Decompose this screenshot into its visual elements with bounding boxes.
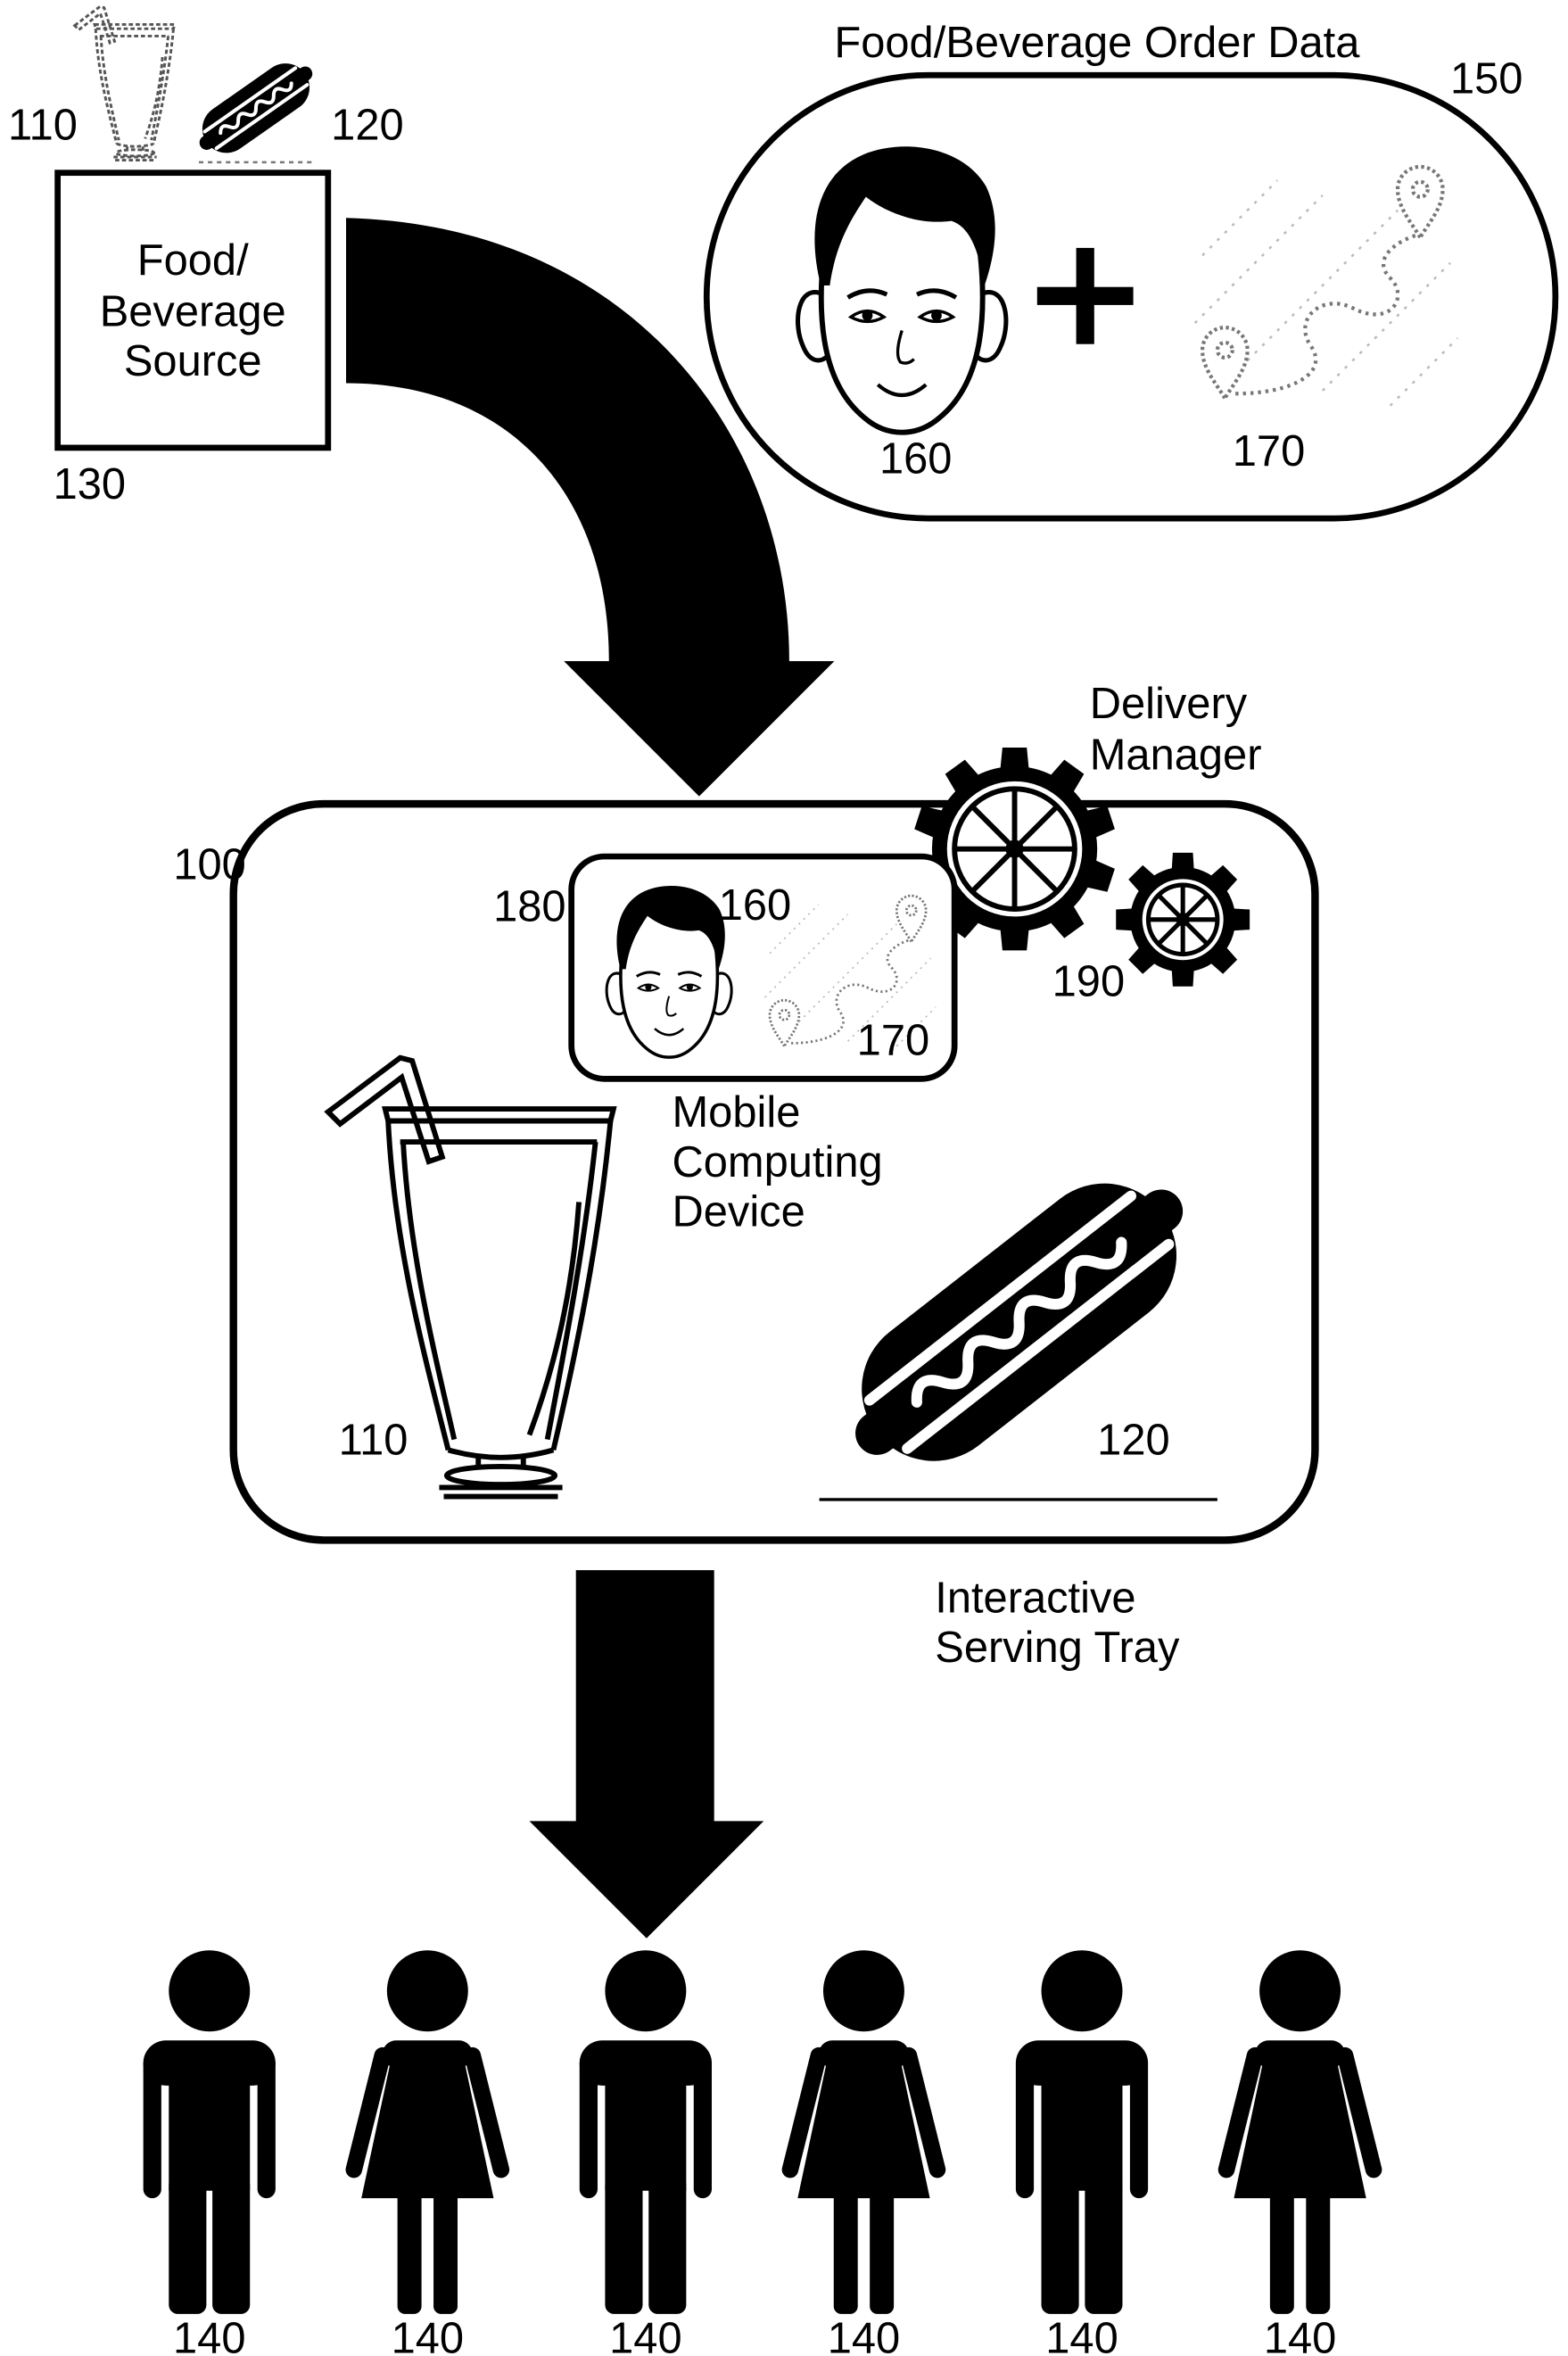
- order-data-face-icon: [798, 146, 1006, 432]
- mobile-computing-device: 180 160 170 Mobile Computing Device: [493, 853, 958, 1236]
- mobile-device-title-line-3: Device: [673, 1187, 805, 1236]
- recipient-ref-label: 140: [609, 2315, 681, 2356]
- recipient-head: [822, 1950, 904, 2032]
- recipient-ref-label: 140: [1045, 2315, 1118, 2356]
- source-drink-ref: 110: [8, 102, 78, 150]
- recipient-dress: [361, 2043, 494, 2199]
- large-gear-hub: [1005, 839, 1024, 858]
- source-hot-dog-icon: [187, 50, 326, 167]
- source-food-ref: 120: [331, 102, 403, 150]
- mobile-device-face-ref: 160: [719, 881, 791, 930]
- delivery-manager-gears-icon: [914, 747, 1250, 987]
- recipient-head: [605, 1950, 687, 2032]
- recipient-man-icon: [579, 1950, 712, 2314]
- tray-title-line-1: Interactive: [935, 1574, 1135, 1622]
- source-ref: 130: [54, 460, 126, 508]
- recipient-dress: [1234, 2043, 1366, 2199]
- recipient-torso: [605, 2055, 687, 2191]
- recipient-torso: [169, 2055, 251, 2191]
- recipient-woman-icon: [781, 1950, 946, 2314]
- delivery-manager-title-line-1: Delivery: [1090, 680, 1248, 728]
- recipient-right-leg: [870, 2175, 895, 2314]
- small-gear-hub: [1176, 913, 1190, 927]
- tray-title-line-2: Serving Tray: [935, 1624, 1180, 1672]
- recipient-head: [169, 1950, 251, 2032]
- order-data-map-route-icon: [1195, 167, 1458, 406]
- small-gear-icon: [1116, 852, 1250, 987]
- large-gear-icon: [914, 747, 1115, 951]
- mobile-device-title-line-2: Computing: [673, 1138, 883, 1186]
- recipient-left-leg: [1269, 2175, 1294, 2314]
- tray-food-ref: 120: [1097, 1416, 1169, 1464]
- source-drink-glass-icon: [73, 4, 177, 162]
- recipient-torso: [1041, 2055, 1123, 2191]
- small-gear-spokes: [1148, 885, 1217, 955]
- recipient-right-leg: [212, 2175, 251, 2314]
- delivery-manager-title-line-2: Manager: [1090, 731, 1262, 779]
- recipient-left-arm: [143, 2055, 161, 2199]
- large-gear-spokes: [954, 789, 1075, 910]
- recipient-left-leg: [169, 2175, 207, 2314]
- order-data-panel: Food/Beverage Order Data 150 160 170: [703, 19, 1559, 522]
- recipient-left-leg: [397, 2175, 422, 2314]
- recipient-head: [1259, 1950, 1341, 2032]
- mobile-device-ref: 180: [493, 882, 565, 930]
- food-beverage-source: 110 120 Food/ Beverage Source 130: [8, 4, 404, 508]
- recipient-left-arm: [1015, 2055, 1035, 2199]
- recipient-arms: [1217, 2046, 1382, 2178]
- recipient-right-arm: [257, 2055, 276, 2199]
- recipient-right-leg: [433, 2175, 458, 2314]
- recipient-right-leg: [648, 2175, 687, 2314]
- delivery-manager-ref: 190: [1052, 958, 1125, 1006]
- source-box: [54, 169, 332, 451]
- recipient-ref-label: 140: [1264, 2315, 1336, 2356]
- recipient-right-leg: [1306, 2175, 1331, 2314]
- recipient-ref-label: 140: [173, 2315, 245, 2356]
- tray-drink-ref: 110: [339, 1416, 409, 1464]
- recipient-left-arm: [579, 2055, 598, 2199]
- recipient-right-arm: [1129, 2055, 1149, 2199]
- order-data-ref: 150: [1450, 54, 1523, 103]
- recipient-left-leg: [605, 2175, 643, 2314]
- mobile-device-title-line-1: Mobile: [673, 1088, 801, 1137]
- source-title-line-2: Beverage: [100, 287, 286, 335]
- order-data-route-ref: 170: [1233, 427, 1305, 475]
- recipient-ref-label: 140: [828, 2315, 900, 2356]
- order-data-face-ref: 160: [879, 435, 952, 484]
- recipient-woman-icon: [1217, 1950, 1382, 2314]
- interactive-serving-tray: 100 Delivery Manager 190: [173, 680, 1319, 1544]
- plus-icon: [1036, 247, 1134, 344]
- mobile-device-route-ref: 170: [857, 1016, 929, 1064]
- recipient-arms: [345, 2046, 510, 2178]
- source-title-line-3: Source: [124, 337, 262, 385]
- recipient-man-icon: [1015, 1950, 1149, 2314]
- recipient-left-leg: [1041, 2175, 1079, 2314]
- recipient-head: [386, 1950, 468, 2032]
- recipient-woman-icon: [345, 1950, 510, 2314]
- order-data-title: Food/Beverage Order Data: [834, 19, 1360, 67]
- recipient-man-icon: [143, 1950, 276, 2314]
- source-title-line-1: Food/: [137, 236, 249, 285]
- recipient-dress: [797, 2043, 930, 2199]
- recipient-ref-label: 140: [392, 2315, 464, 2356]
- recipient-head: [1041, 1950, 1123, 2032]
- recipients-row: 140 140 140 140 140 140: [143, 1950, 1382, 2356]
- recipient-right-arm: [693, 2055, 712, 2199]
- recipient-arms: [781, 2046, 946, 2178]
- recipient-right-leg: [1085, 2175, 1123, 2314]
- tray-outline: [229, 799, 1319, 1544]
- recipient-left-leg: [833, 2175, 858, 2314]
- order-data-pill: [703, 71, 1559, 522]
- curved-arrow-icon: [346, 218, 835, 797]
- down-arrow-icon: [529, 1570, 764, 1939]
